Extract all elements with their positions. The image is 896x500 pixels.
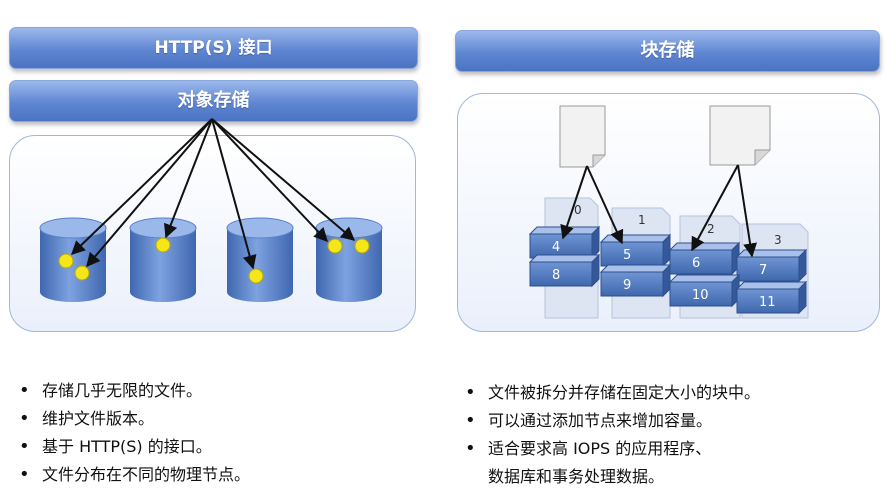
object-dot (58, 253, 74, 269)
block-storage-bar: 块存储 (455, 30, 880, 72)
storage-cylinder (315, 217, 383, 302)
storage-cylinder (226, 217, 294, 302)
http-interface-bar: HTTP(S) 接口 (9, 27, 418, 69)
block-arrows (560, 164, 758, 258)
storage-block-label: 7 (759, 263, 767, 278)
block-group-label: 3 (774, 233, 782, 247)
http-interface-label: HTTP(S) 接口 (154, 38, 273, 58)
feature-item: 基于 HTTP(S) 的接口。 (12, 433, 250, 461)
object-dot (354, 238, 370, 254)
file-document-icon (559, 105, 606, 168)
storage-block: 11 (735, 280, 808, 315)
block-storage-features: 文件被拆分并存储在固定大小的块中。 可以通过添加节点来增加容量。 适合要求高 I… (458, 379, 760, 491)
feature-item: 文件分布在不同的物理节点。 (12, 461, 250, 489)
object-storage-label: 对象存储 (177, 90, 250, 111)
storage-block: 6 (668, 241, 741, 276)
file-document-icon (709, 105, 771, 166)
object-storage-features: 存储几乎无限的文件。 维护文件版本。 基于 HTTP(S) 的接口。 文件分布在… (12, 377, 250, 489)
feature-item: 文件被拆分并存储在固定大小的块中。 (458, 379, 760, 407)
storage-block-label: 6 (692, 256, 700, 271)
storage-block-label: 10 (692, 288, 709, 303)
storage-block-label: 4 (552, 240, 560, 255)
storage-block-label: 9 (623, 278, 631, 293)
feature-item: 维护文件版本。 (12, 405, 250, 433)
storage-block: 5 (599, 233, 672, 268)
block-group-label: 0 (574, 203, 582, 217)
object-dot (74, 265, 90, 281)
storage-block-label: 8 (552, 268, 560, 283)
block-group-label: 1 (638, 213, 646, 227)
feature-item: 适合要求高 IOPS 的应用程序、 (458, 435, 760, 463)
object-dot (155, 237, 171, 253)
block-storage-label: 块存储 (640, 40, 695, 61)
storage-block: 8 (528, 253, 601, 288)
object-dot (327, 238, 343, 254)
feature-item-continuation: 数据库和事务处理数据。 (488, 467, 665, 486)
storage-block: 7 (735, 248, 808, 283)
storage-block: 4 (528, 225, 601, 260)
storage-block-label: 11 (759, 295, 776, 310)
storage-cylinder (39, 217, 107, 302)
storage-block: 9 (599, 263, 672, 298)
block-group-label: 2 (707, 222, 715, 236)
feature-item: 存储几乎无限的文件。 (12, 377, 250, 405)
distribution-arrows (70, 118, 356, 270)
object-dot (248, 268, 264, 284)
storage-block-label: 5 (623, 248, 631, 263)
storage-block: 10 (668, 273, 741, 308)
feature-item: 可以通过添加节点来增加容量。 (458, 407, 760, 435)
storage-cylinder (129, 217, 197, 302)
